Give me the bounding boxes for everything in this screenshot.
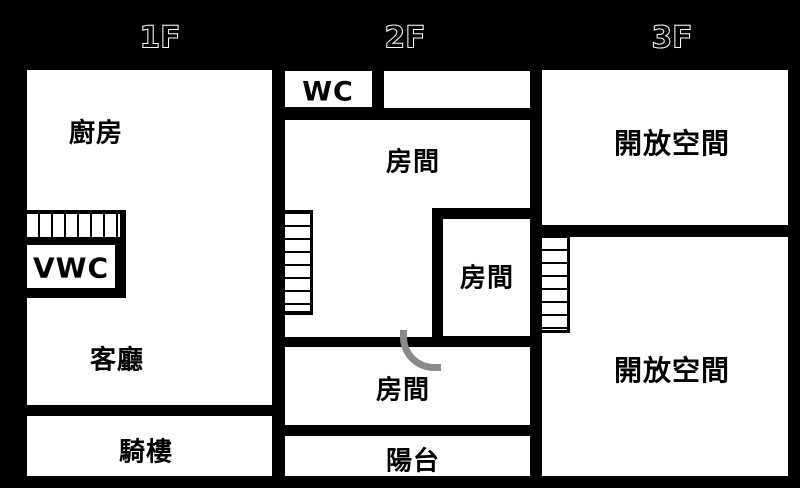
label-living: 客廳 — [89, 345, 145, 376]
room-vwc — [27, 245, 115, 288]
label-vwc: VWC — [32, 251, 110, 285]
stairs-1f — [27, 214, 120, 237]
room-arcade — [27, 416, 272, 476]
room-2f-c — [285, 347, 530, 425]
door-arc — [400, 330, 441, 371]
floor-label-1f: 1F — [139, 20, 181, 56]
label-room-a: 房間 — [385, 147, 441, 178]
label-arcade: 騎樓 — [118, 437, 174, 468]
room-2f-b — [443, 219, 530, 336]
room-wc — [285, 71, 372, 107]
label-room-c: 房間 — [375, 375, 431, 406]
label-open-b: 開放空間 — [613, 354, 731, 387]
floor-label-3f: 3F — [651, 20, 693, 56]
label-kitchen: 廚房 — [68, 118, 124, 149]
stairs-2f — [285, 214, 310, 311]
label-wc: WC — [302, 76, 354, 108]
room-balcony — [285, 436, 530, 476]
room-3f-b — [542, 237, 788, 476]
floor-label-2f: 2F — [384, 20, 426, 56]
room-2f-top — [384, 71, 530, 108]
label-balcony: 陽台 — [385, 446, 441, 477]
label-room-b: 房間 — [459, 263, 515, 294]
label-open-a: 開放空間 — [613, 127, 731, 160]
room-3f-a — [542, 70, 788, 225]
stairs-3f — [542, 238, 567, 330]
